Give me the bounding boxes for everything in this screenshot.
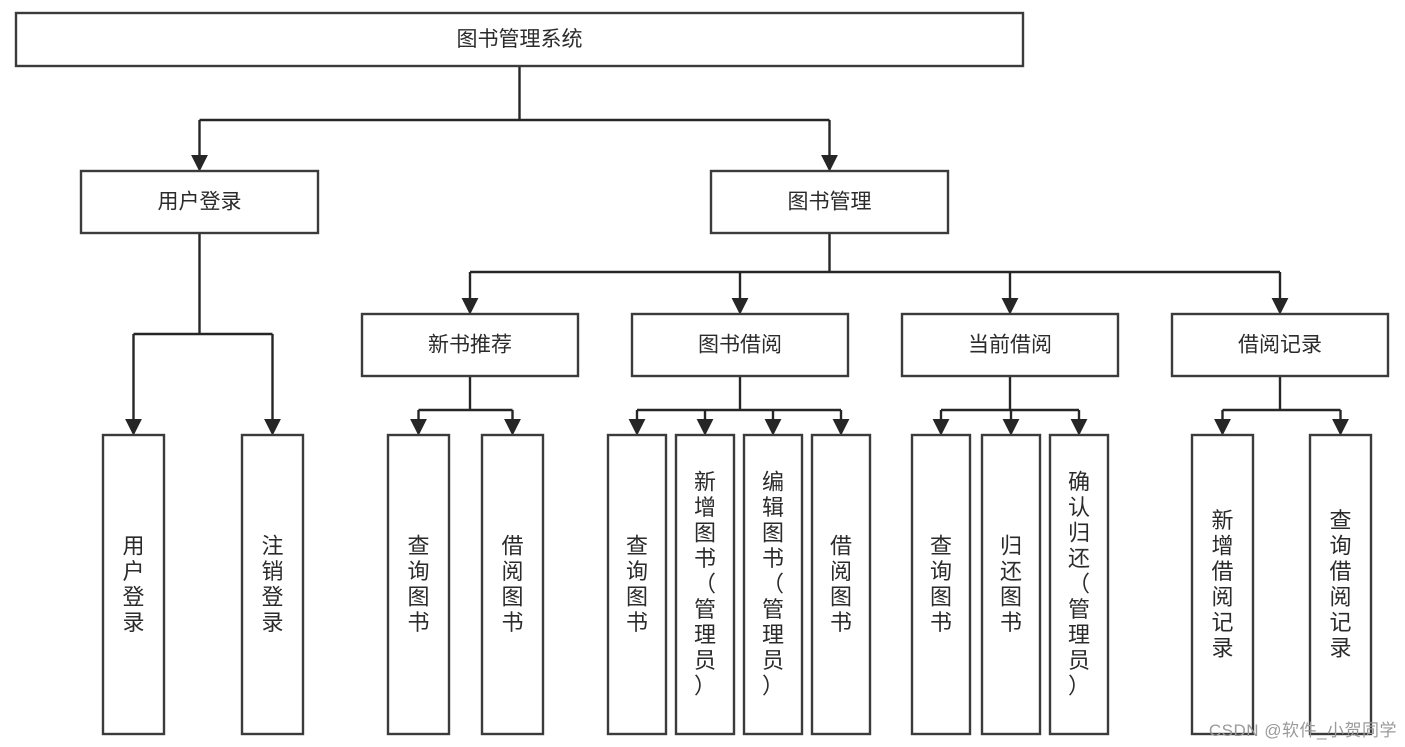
level3-node-2[interactable]: 当前借阅 <box>900 312 1120 378</box>
level3-node-3-label: 借阅记录 <box>1238 334 1322 357</box>
level2-node-1-label: 图书管理 <box>788 191 872 214</box>
leaf-node-5-label: 新增图书（管理员） <box>694 470 716 699</box>
leaf-node-1-label: 注销登录 <box>261 533 283 635</box>
leaf-node-5-rect[interactable] <box>674 433 736 736</box>
level3-node-3-rect[interactable] <box>1170 312 1390 378</box>
edge-layer <box>125 66 1349 436</box>
root-node-label: 图书管理系统 <box>457 28 583 51</box>
leaf-node-4[interactable]: 查询图书 <box>606 433 668 736</box>
level3-node-0-label: 新书推荐 <box>428 334 512 357</box>
leaf-node-10-label: 确认归还（管理员） <box>1068 470 1090 699</box>
level3-node-3[interactable]: 借阅记录 <box>1170 312 1390 378</box>
leaf-node-12-rect[interactable] <box>1308 433 1373 736</box>
level3-node-0-rect[interactable] <box>360 312 580 378</box>
level2-node-0[interactable]: 用户登录 <box>79 169 320 235</box>
leaf-node-6-label: 编辑图书（管理员） <box>762 470 784 699</box>
leaf-node-1-rect[interactable] <box>240 433 305 736</box>
leaf-node-9-rect[interactable] <box>980 433 1042 736</box>
level3-node-1[interactable]: 图书借阅 <box>630 312 850 378</box>
leaf-node-4-rect[interactable] <box>606 433 668 736</box>
leaf-node-10-rect[interactable] <box>1048 433 1110 736</box>
leaf-node-3-rect[interactable] <box>480 433 545 736</box>
level3-node-0[interactable]: 新书推荐 <box>360 312 580 378</box>
leaf-node-4-label: 查询图书 <box>626 533 648 635</box>
level3-node-1-rect[interactable] <box>630 312 850 378</box>
leaf-node-12-label: 查询借阅记录 <box>1329 508 1351 661</box>
level3-node-2-label: 当前借阅 <box>968 334 1052 357</box>
leaf-node-11[interactable]: 新增借阅记录 <box>1190 433 1255 736</box>
leaf-node-11-label: 新增借阅记录 <box>1211 508 1233 661</box>
leaf-node-7-rect[interactable] <box>810 433 872 736</box>
leaf-node-6-rect[interactable] <box>742 433 804 736</box>
leaf-node-3[interactable]: 借阅图书 <box>480 433 545 736</box>
leaf-node-0[interactable]: 用户登录 <box>101 433 166 736</box>
root-node[interactable]: 图书管理系统 <box>14 11 1025 68</box>
leaf-node-9[interactable]: 归还图书 <box>980 433 1042 736</box>
leaf-node-6[interactable]: 编辑图书（管理员） <box>742 433 804 736</box>
leaf-node-2[interactable]: 查询图书 <box>386 433 451 736</box>
level3-node-2-rect[interactable] <box>900 312 1120 378</box>
leaf-node-10[interactable]: 确认归还（管理员） <box>1048 433 1110 736</box>
leaf-node-9-label: 归还图书 <box>1000 533 1022 635</box>
level2-node-0-label: 用户登录 <box>158 191 242 214</box>
level3-node-1-label: 图书借阅 <box>698 334 782 357</box>
leaf-node-7-label: 借阅图书 <box>830 533 852 635</box>
leaf-node-1[interactable]: 注销登录 <box>240 433 305 736</box>
root-node-rect[interactable] <box>14 11 1025 68</box>
leaf-node-11-rect[interactable] <box>1190 433 1255 736</box>
leaf-node-7[interactable]: 借阅图书 <box>810 433 872 736</box>
level2-node-0-rect[interactable] <box>79 169 320 235</box>
leaf-node-8-rect[interactable] <box>910 433 972 736</box>
leaf-node-8[interactable]: 查询图书 <box>910 433 972 736</box>
leaf-node-5[interactable]: 新增图书（管理员） <box>674 433 736 736</box>
leaf-node-2-label: 查询图书 <box>407 533 429 635</box>
node-layer: 图书管理系统用户登录图书管理新书推荐图书借阅当前借阅借阅记录用户登录注销登录查询… <box>14 11 1390 736</box>
watermark-text: CSDN @软件_小贺同学 <box>1208 721 1397 740</box>
leaf-node-0-rect[interactable] <box>101 433 166 736</box>
leaf-node-8-label: 查询图书 <box>930 533 952 635</box>
leaf-node-12[interactable]: 查询借阅记录 <box>1308 433 1373 736</box>
leaf-node-0-label: 用户登录 <box>122 533 144 635</box>
leaf-node-2-rect[interactable] <box>386 433 451 736</box>
level2-node-1[interactable]: 图书管理 <box>709 169 950 235</box>
leaf-node-3-label: 借阅图书 <box>501 533 523 635</box>
level2-node-1-rect[interactable] <box>709 169 950 235</box>
